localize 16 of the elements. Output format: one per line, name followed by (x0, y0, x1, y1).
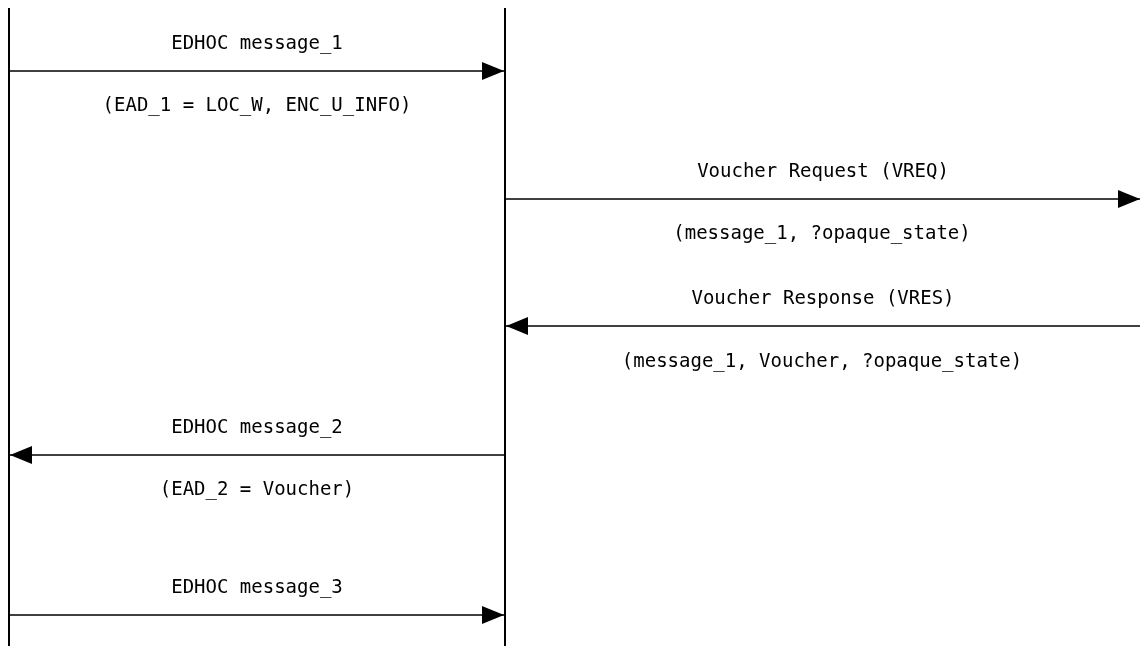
arrow (505, 317, 1140, 335)
edge-label: EDHOC message_3 (171, 574, 343, 598)
message-parameters: (EAD_2 = Voucher) (159, 476, 355, 500)
arrow (9, 446, 505, 464)
arrow (9, 606, 505, 624)
edge-label: EDHOC message_1 (171, 30, 343, 54)
edge-label: EDHOC message_2 (171, 414, 343, 438)
edge-label: Voucher Request (VREQ) (697, 158, 949, 182)
arrow (505, 190, 1140, 208)
message-parameters: (message_1, ?opaque_state) (673, 220, 971, 244)
message-parameters: (EAD_1 = LOC_W, ENC_U_INFO) (102, 92, 412, 116)
arrow (9, 62, 505, 80)
lifeline (504, 8, 506, 646)
message-parameters: (message_1, Voucher, ?opaque_state) (621, 348, 1023, 372)
edge-label: Voucher Response (VRES) (691, 285, 955, 309)
lifeline (8, 8, 10, 646)
